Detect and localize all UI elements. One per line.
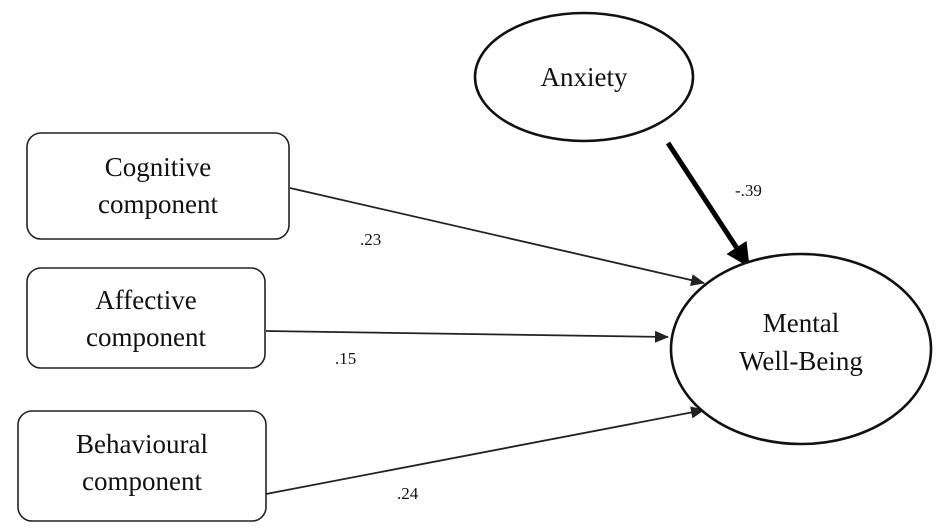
node-affective-shape: [26, 267, 266, 369]
path-anxiety-to-wellbeing: -.39: [665, 141, 762, 268]
node-anxiety: Anxiety: [473, 11, 695, 143]
path-affective-to-wellbeing: .15: [265, 330, 669, 368]
path-behavioural-to-wellbeing: .24: [265, 406, 705, 503]
path-anxiety-to-wellbeing-arrow: [665, 141, 751, 268]
node-mental-wellbeing-label-line1: Mental: [763, 308, 839, 338]
node-affective-label-line2: component: [86, 322, 206, 352]
node-mental-wellbeing-label-line2: Well-Being: [739, 346, 863, 376]
node-affective: Affective component: [26, 267, 266, 369]
node-behavioural-label-line1: Behavioural: [76, 429, 208, 459]
node-cognitive: Cognitive component: [26, 132, 290, 240]
node-behavioural-shape: [17, 410, 267, 522]
node-behavioural: Behavioural component: [17, 410, 267, 522]
path-affective-to-wellbeing-coefficient: .15: [335, 349, 356, 368]
path-behavioural-to-wellbeing-coefficient: .24: [397, 484, 419, 503]
path-cognitive-to-wellbeing-arrow: [289, 187, 705, 286]
path-anxiety-to-wellbeing-coefficient: -.39: [735, 181, 762, 200]
path-cognitive-to-wellbeing-coefficient: .23: [360, 230, 381, 249]
path-behavioural-to-wellbeing-arrow: [265, 406, 705, 495]
node-cognitive-shape: [26, 132, 290, 240]
node-mental-wellbeing: Mental Well-Being: [669, 252, 933, 446]
node-behavioural-label-line2: component: [82, 466, 202, 496]
node-mental-wellbeing-shape: [669, 252, 933, 446]
path-affective-to-wellbeing-arrow: [265, 330, 669, 343]
node-anxiety-label: Anxiety: [541, 62, 628, 92]
node-cognitive-label-line1: Cognitive: [105, 152, 212, 182]
node-affective-label-line1: Affective: [95, 285, 196, 315]
node-anxiety-shape: [473, 11, 695, 143]
path-cognitive-to-wellbeing: .23: [289, 187, 705, 286]
node-cognitive-label-line2: component: [98, 189, 218, 219]
